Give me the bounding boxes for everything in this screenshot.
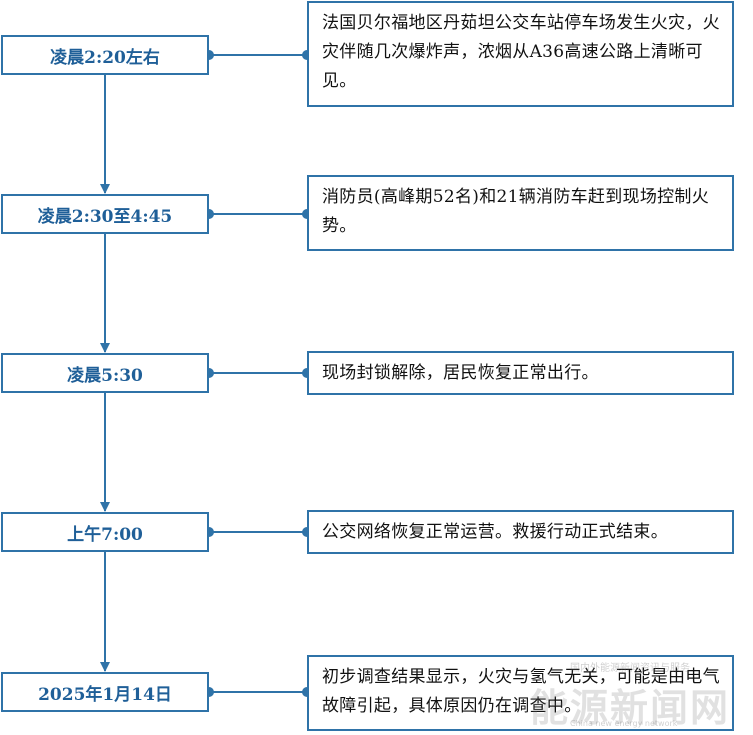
time-box-3: 凌晨5:30 — [1, 353, 209, 393]
event-description-5: 初步调查结果显示，火灾与氢气无关，可能是由电气故障引起，具体原因仍在调查中。 — [322, 667, 720, 716]
event-description-3: 现场封锁解除，居民恢复正常出行。 — [322, 363, 599, 383]
time-box-4: 上午7:00 — [1, 512, 209, 552]
event-description-4: 公交网络恢复正常运营。救援行动正式结束。 — [322, 522, 668, 542]
event-description-box-5: 初步调查结果显示，火灾与氢气无关，可能是由电气故障引起，具体原因仍在调查中。 — [307, 655, 734, 731]
event-description-2: 消防员(高峰期52名)和21辆消防车赶到现场控制火势。 — [322, 187, 710, 236]
time-box-1: 凌晨2:20左右 — [1, 35, 209, 75]
event-description-box-4: 公交网络恢复正常运营。救援行动正式结束。 — [307, 510, 734, 554]
time-label-5: 2025年1月14日 — [38, 684, 172, 705]
time-box-2: 凌晨2:30至4:45 — [1, 194, 209, 234]
time-label-3: 凌晨5:30 — [67, 365, 143, 386]
event-description-1: 法国贝尔福地区丹茹坦公交车站停车场发生火灾，火灾伴随几次爆炸声，浓烟从A36高速… — [322, 13, 720, 91]
event-description-box-2: 消防员(高峰期52名)和21辆消防车赶到现场控制火势。 — [307, 175, 734, 251]
time-label-2: 凌晨2:30至4:45 — [37, 206, 173, 227]
time-label-4: 上午7:00 — [67, 524, 143, 545]
time-box-5: 2025年1月14日 — [1, 672, 209, 712]
event-description-box-1: 法国贝尔福地区丹茹坦公交车站停车场发生火灾，火灾伴随几次爆炸声，浓烟从A36高速… — [307, 1, 734, 107]
time-label-1: 凌晨2:20左右 — [50, 47, 160, 68]
event-description-box-3: 现场封锁解除，居民恢复正常出行。 — [307, 351, 734, 395]
